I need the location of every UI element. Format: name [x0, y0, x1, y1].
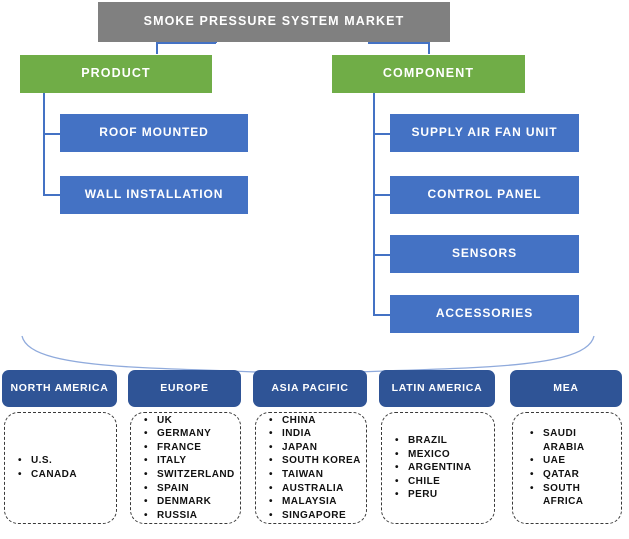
bullet-icon: •: [144, 482, 148, 494]
list-item: •CHILE: [395, 475, 441, 487]
list-item: •CANADA: [18, 469, 78, 480]
bullet-icon: •: [144, 469, 148, 480]
bullet-icon: •: [144, 509, 148, 521]
country-list-asia-pacific: •CHINA •INDIA •JAPAN •SOUTH KOREA •TAIWA…: [256, 414, 361, 523]
list-item: •JAPAN: [269, 441, 318, 453]
bullet-icon: •: [18, 469, 22, 480]
country-list-mea: •SAUDI ARABIA •UAE •QATAR •SOUTH AFRICA: [513, 427, 605, 509]
bullet-icon: •: [18, 455, 22, 467]
connector-root-bar-left: [156, 42, 216, 44]
bullet-icon: •: [269, 455, 273, 467]
list-item: •GERMANY: [144, 428, 212, 440]
list-item: •FRANCE: [144, 441, 202, 453]
bullet-icon: •: [530, 482, 534, 494]
connector-root-stem-right: [428, 42, 430, 54]
bullet-icon: •: [395, 462, 399, 474]
list-item: •INDIA: [269, 428, 312, 440]
bullet-icon: •: [144, 441, 148, 453]
region-header-asia-pacific[interactable]: ASIA PACIFIC: [253, 370, 367, 407]
list-item: •U.S.: [18, 455, 53, 467]
country-panel-mea: •SAUDI ARABIA •UAE •QATAR •SOUTH AFRICA: [512, 412, 622, 524]
bullet-icon: •: [530, 428, 534, 440]
list-item: •MEXICO: [395, 448, 451, 460]
branch-node-product: PRODUCT: [20, 55, 212, 93]
bullet-icon: •: [144, 455, 148, 467]
region-header-latin-america[interactable]: LATIN AMERICA: [379, 370, 495, 407]
region-header-mea[interactable]: MEA: [510, 370, 622, 407]
country-panel-asia-pacific: •CHINA •INDIA •JAPAN •SOUTH KOREA •TAIWA…: [255, 412, 367, 524]
bullet-icon: •: [144, 428, 148, 440]
country-panel-latin-america: •BRAZIL •MEXICO •ARGENTINA •CHILE •PERU: [381, 412, 495, 524]
bullet-icon: •: [530, 455, 534, 467]
leaf-node-control-panel: CONTROL PANEL: [390, 176, 579, 214]
list-item: •UK: [144, 414, 173, 426]
list-item: •QATAR: [530, 469, 580, 480]
list-item: •DENMARK: [144, 496, 212, 508]
leaf-node-roof-mounted: ROOF MOUNTED: [60, 114, 248, 152]
list-item: •SPAIN: [144, 482, 190, 494]
bullet-icon: •: [269, 414, 273, 426]
bullet-icon: •: [269, 469, 273, 480]
bullet-icon: •: [144, 496, 148, 508]
country-panel-north-america: •U.S. •CANADA: [4, 412, 117, 524]
list-item: •ARGENTINA: [395, 462, 472, 474]
connector-product-trunk: [43, 93, 45, 195]
list-item: •BRAZIL: [395, 435, 448, 447]
connector-root-stem-left: [156, 42, 158, 54]
connector-component-trunk: [373, 93, 375, 315]
bullet-icon: •: [269, 509, 273, 521]
country-list-europe: •UK •GERMANY •FRANCE •ITALY •SWITZERLAND…: [131, 414, 235, 523]
list-item: •AUSTRALIA: [269, 482, 344, 494]
country-panel-europe: •UK •GERMANY •FRANCE •ITALY •SWITZERLAND…: [130, 412, 241, 524]
bullet-icon: •: [269, 496, 273, 508]
list-item: •SOUTH KOREA: [269, 455, 361, 467]
bullet-icon: •: [530, 469, 534, 480]
list-item: •SOUTH AFRICA: [530, 482, 584, 508]
connector-component-tick-4: [373, 314, 391, 316]
bullet-icon: •: [395, 448, 399, 460]
list-item: •RUSSIA: [144, 509, 198, 521]
bullet-icon: •: [269, 428, 273, 440]
connector-root-bar-right: [368, 42, 429, 44]
region-header-europe[interactable]: EUROPE: [128, 370, 241, 407]
bullet-icon: •: [395, 435, 399, 447]
list-item: •TAIWAN: [269, 469, 324, 480]
leaf-node-wall-installation: WALL INSTALLATION: [60, 176, 248, 214]
list-item: •SAUDI ARABIA: [530, 428, 585, 453]
country-list-latin-america: •BRAZIL •MEXICO •ARGENTINA •CHILE •PERU: [382, 434, 472, 502]
bullet-icon: •: [395, 489, 399, 501]
leaf-node-supply-air-fan-unit: SUPPLY AIR FAN UNIT: [390, 114, 579, 152]
list-item: •PERU: [395, 489, 438, 501]
bullet-icon: •: [269, 441, 273, 453]
connector-component-tick-2: [373, 194, 391, 196]
leaf-node-accessories: ACCESSORIES: [390, 295, 579, 333]
bullet-icon: •: [395, 475, 399, 487]
branch-node-component: COMPONENT: [332, 55, 525, 93]
root-node-smoke-pressure-system-market: SMOKE PRESSURE SYSTEM MARKET: [98, 2, 450, 42]
country-list-north-america: •U.S. •CANADA: [5, 454, 77, 481]
bullet-icon: •: [269, 482, 273, 494]
connector-component-tick-3: [373, 254, 391, 256]
connector-component-tick-1: [373, 133, 391, 135]
connector-product-tick-2: [43, 194, 61, 196]
bullet-icon: •: [144, 414, 148, 426]
list-item: •ITALY: [144, 455, 187, 467]
list-item: •SINGAPORE: [269, 509, 347, 521]
list-item: •UAE: [530, 455, 566, 467]
connector-product-tick-1: [43, 133, 61, 135]
list-item: •CHINA: [269, 414, 316, 426]
region-header-north-america[interactable]: NORTH AMERICA: [2, 370, 117, 407]
leaf-node-sensors: SENSORS: [390, 235, 579, 273]
list-item: •MALAYSIA: [269, 496, 337, 508]
list-item: •SWITZERLAND: [144, 469, 235, 480]
